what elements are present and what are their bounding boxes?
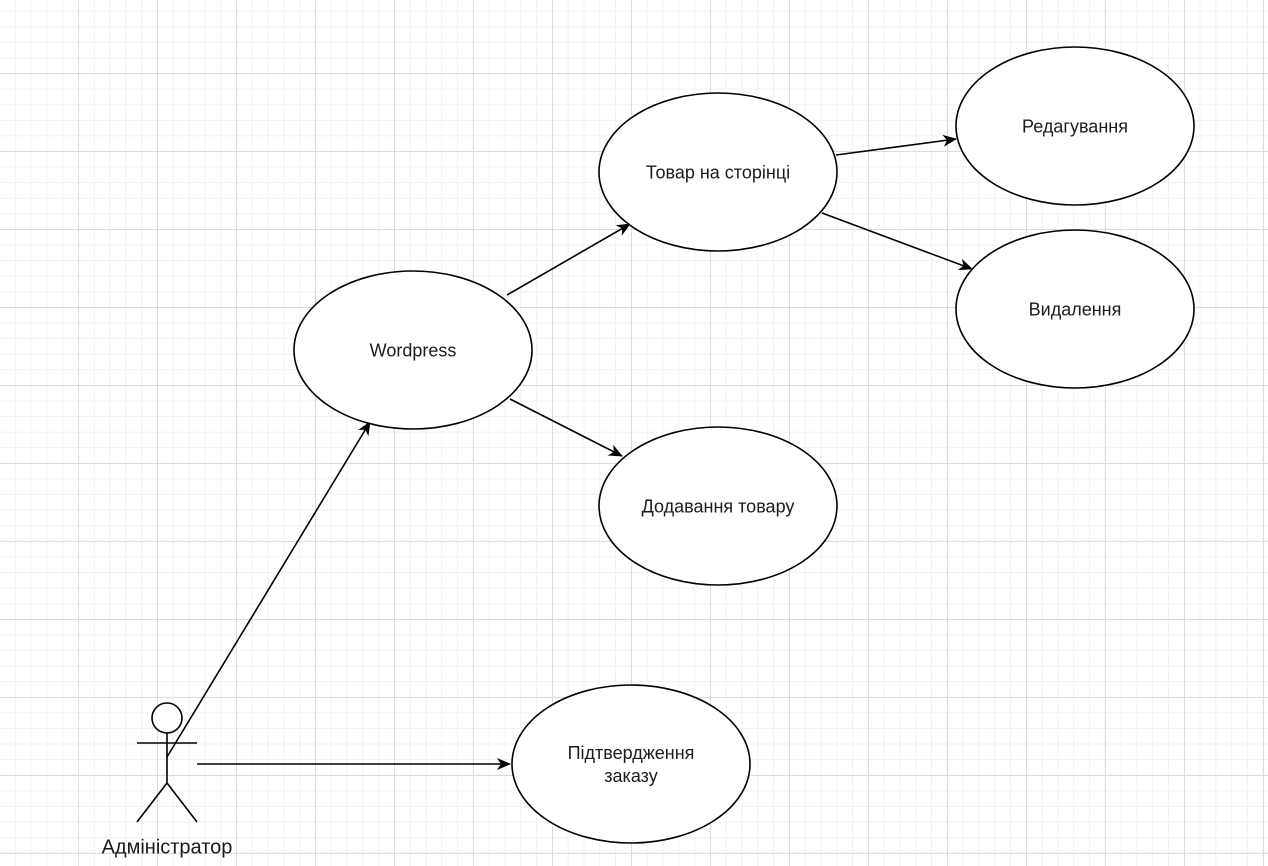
actor-label: Адміністратор — [101, 836, 233, 859]
actor-stick-figure-icon[interactable] — [136, 702, 198, 823]
use-case-label-product-on-page: Товар на сторінці — [645, 162, 791, 183]
use-case-wordpress[interactable] — [293, 270, 533, 430]
use-case-delete[interactable] — [955, 229, 1195, 389]
arrow-admin-to-wordpress — [166, 421, 371, 758]
arrow-wordpress-to-product-on-page — [506, 223, 631, 296]
use-case-label-edit: Редагування — [1022, 116, 1128, 137]
arrow-product-on-page-to-edit — [835, 134, 957, 156]
use-case-edit[interactable] — [955, 46, 1195, 206]
use-case-label-delete: Видалення — [1028, 299, 1122, 320]
use-case-confirm-order[interactable] — [511, 684, 751, 844]
use-case-add-product[interactable] — [598, 426, 838, 586]
use-case-label-add-product: Додавання товару — [641, 496, 795, 517]
use-case-product-on-page[interactable] — [598, 92, 838, 252]
arrow-wordpress-to-add-product — [509, 398, 623, 457]
arrow-product-on-page-to-delete — [821, 212, 973, 271]
use-case-label-wordpress: Wordpress — [369, 340, 457, 361]
use-case-label-confirm-order: Підтвердження заказу — [567, 743, 695, 786]
